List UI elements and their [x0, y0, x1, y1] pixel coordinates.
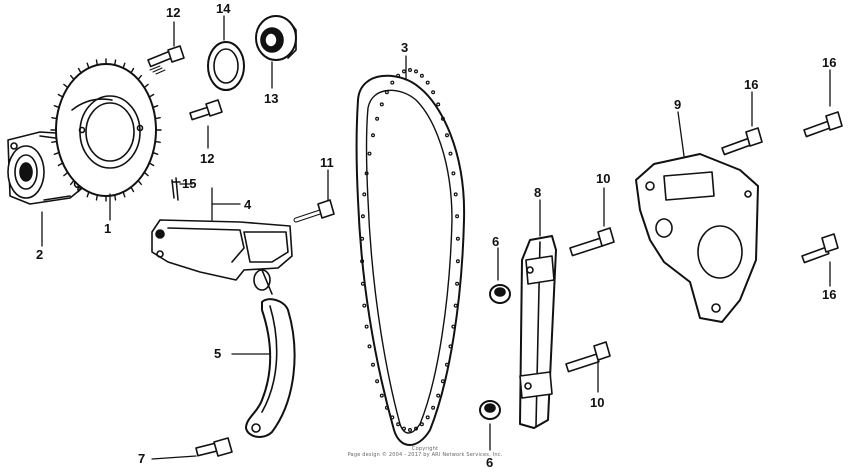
callout-8: 8 — [534, 185, 542, 200]
callout-15: 15 — [182, 176, 197, 191]
callout-12-upper: 12 — [166, 5, 181, 20]
bolt-16-lower-right — [801, 233, 839, 264]
cam-chain-part — [355, 67, 466, 446]
bolt-11-part — [293, 199, 335, 223]
callout-4: 4 — [244, 197, 252, 212]
tensioner-slipper-part — [245, 298, 296, 438]
callout-7: 7 — [138, 451, 146, 466]
callout-5: 5 — [214, 346, 222, 361]
callout-10-lower: 10 — [590, 395, 605, 410]
tensioner-lifter-part — [151, 177, 293, 295]
bolt-12-lower — [189, 99, 223, 121]
collar-6-upper — [489, 284, 511, 304]
cover-plate-part — [635, 153, 759, 323]
bolt-16-left — [721, 127, 763, 156]
callout-16-upper-right: 16 — [822, 55, 837, 70]
bolt-12-upper — [147, 45, 185, 75]
bolt-10-upper — [569, 227, 615, 257]
oil-seal-13-part — [255, 15, 297, 61]
copyright-label: Copyright — [411, 446, 439, 452]
cam-sprocket-part — [50, 58, 162, 202]
callout-14: 14 — [216, 1, 231, 16]
callout-2: 2 — [36, 247, 44, 262]
callout-16-left: 16 — [744, 77, 759, 92]
callout-10-upper: 10 — [596, 171, 611, 186]
bolt-7-part — [195, 437, 233, 457]
copyright-footer: Copyright Page design © 2004 - 2017 by A… — [0, 446, 850, 458]
chain-guide-part — [519, 235, 557, 429]
callout-3: 3 — [401, 40, 409, 55]
callout-16-lower-right: 16 — [822, 287, 837, 302]
callout-1: 1 — [104, 221, 112, 236]
callout-11: 11 — [320, 155, 334, 170]
copyright-notice: Page design © 2004 - 2017 by ARI Network… — [347, 452, 503, 458]
callout-12-lower: 12 — [200, 151, 215, 166]
callout-13: 13 — [264, 91, 279, 106]
callout-6-lower: 6 — [486, 455, 494, 470]
bolt-10-lower — [565, 341, 611, 373]
collar-6-lower — [479, 400, 501, 420]
bolt-16-upper-right — [803, 111, 843, 138]
leader-lines — [41, 15, 831, 460]
callout-9: 9 — [674, 97, 682, 112]
washer-14-part — [207, 41, 245, 91]
callout-6-upper: 6 — [492, 234, 500, 249]
